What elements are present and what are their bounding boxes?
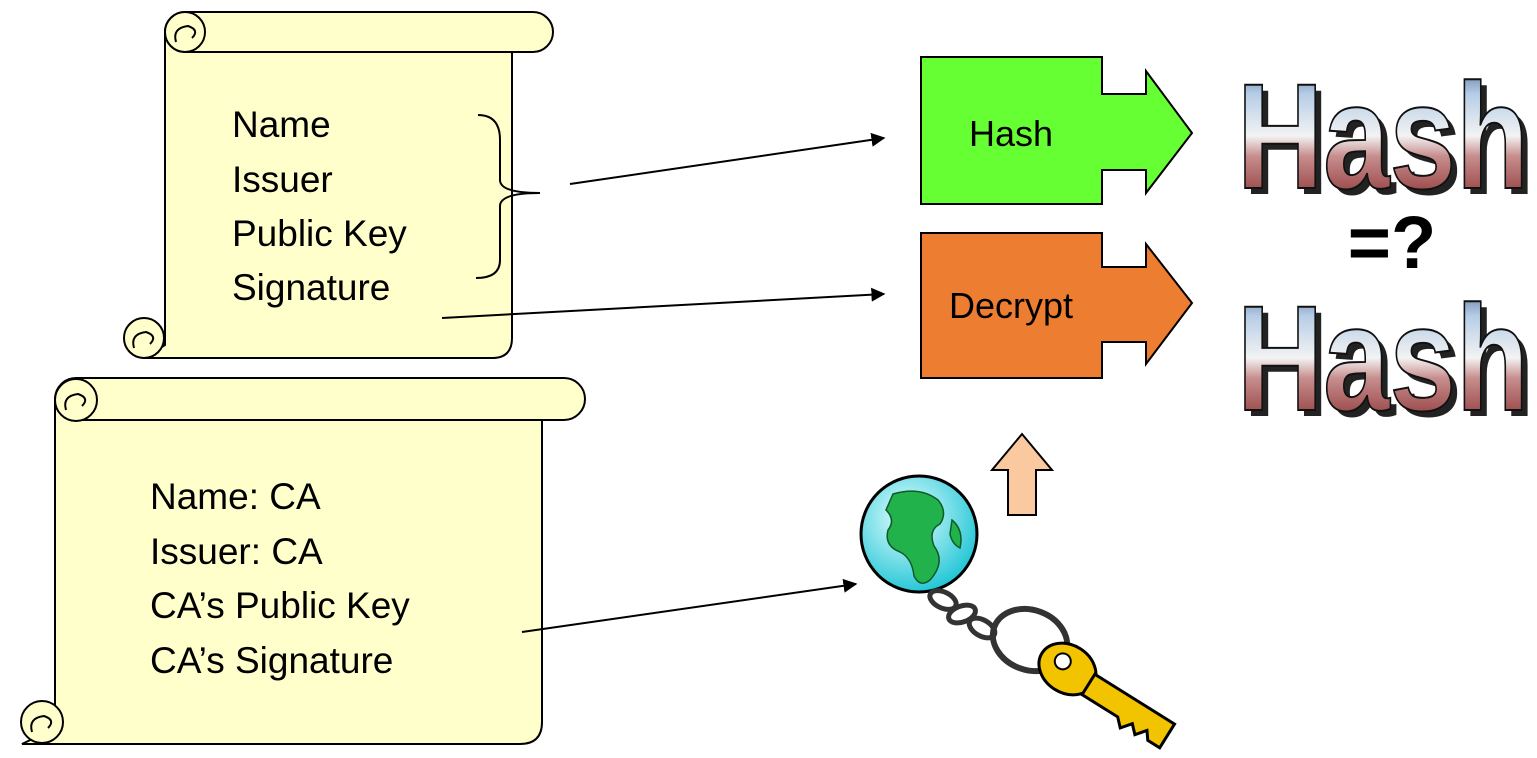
hash-wordart-bottom-shadow: Hash [1243, 280, 1535, 448]
ca-key-to-keychain-arrow [521, 578, 858, 633]
subject-certificate-scroll: Name Issuer Public Key Signature [123, 11, 554, 359]
ca-name-line: Name: CA [150, 476, 321, 517]
hash-wordart-bottom-text: Hash [1237, 274, 1529, 442]
hash-box: Hash [920, 56, 1194, 205]
subject-signature-line: Signature [232, 267, 390, 308]
hash-box-label: Hash [969, 113, 1053, 154]
decrypt-box: Decrypt [920, 232, 1194, 379]
comparison-label: =? [1348, 201, 1436, 284]
subject-public-key-line: Public Key [232, 213, 407, 254]
signature-to-decrypt-arrow [441, 287, 886, 319]
hash-wordart-bottom: Hash Hash [1236, 273, 1535, 448]
subject-issuer-line: Issuer [232, 159, 333, 200]
fields-to-hash-arrow [569, 132, 886, 185]
ca-signature-line: CA’s Signature [150, 640, 393, 681]
hash-wordart-top-text: Hash [1237, 52, 1529, 220]
curly-brace [475, 114, 541, 279]
hash-wordart-top-shadow: Hash [1243, 58, 1535, 226]
ca-public-key-line: CA’s Public Key [150, 585, 410, 626]
key-to-decrypt-up-arrow [989, 432, 1055, 516]
subject-name-line: Name [232, 104, 331, 145]
ca-certificate-scroll: Name: CA Issuer: CA CA’s Public Key CA’s… [20, 377, 586, 745]
decrypt-box-label: Decrypt [949, 285, 1073, 326]
globe-keychain-key-icon [859, 474, 1177, 750]
hash-wordart-top: Hash Hash [1236, 51, 1535, 226]
ca-issuer-line: Issuer: CA [150, 531, 323, 572]
